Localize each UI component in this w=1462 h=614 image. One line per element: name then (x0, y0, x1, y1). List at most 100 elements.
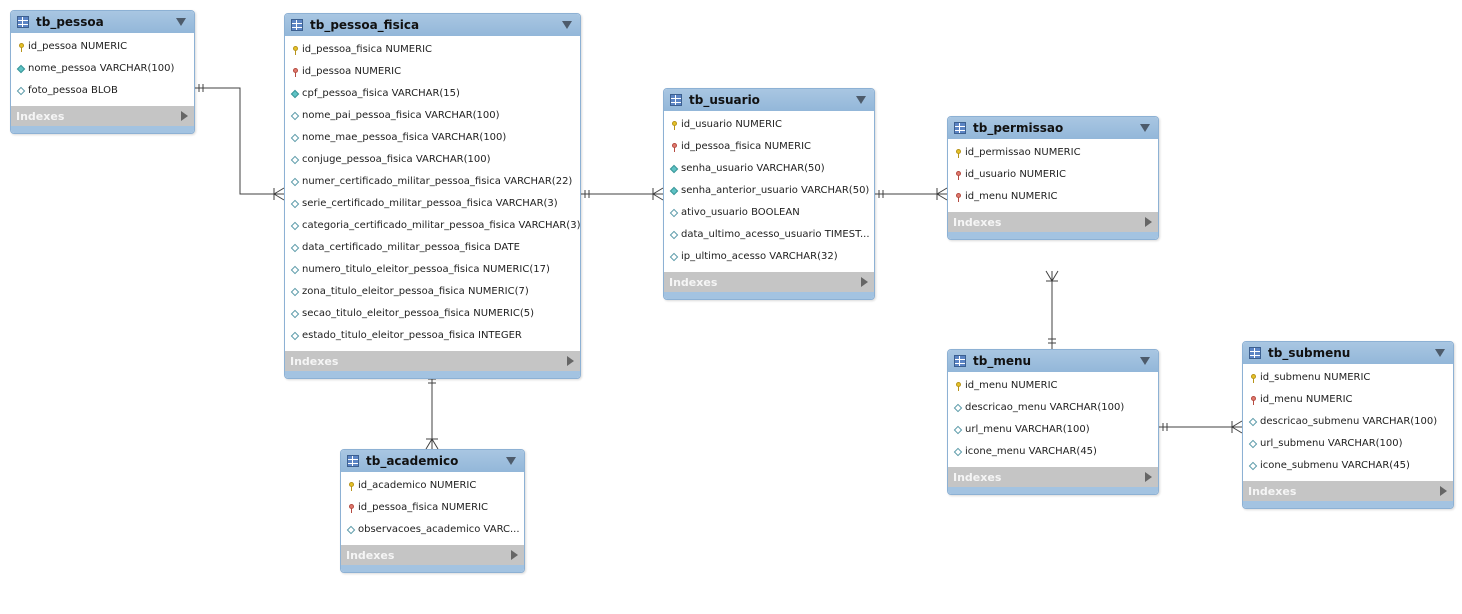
collapse-arrow-icon[interactable] (506, 457, 516, 465)
column-row[interactable]: numero_titulo_eleitor_pessoa_fisica NUME… (285, 259, 580, 281)
column-row[interactable]: nome_mae_pessoa_fisica VARCHAR(100) (285, 127, 580, 149)
column-row[interactable]: senha_usuario VARCHAR(50) (664, 158, 874, 180)
column-row[interactable]: zona_titulo_eleitor_pessoa_fisica NUMERI… (285, 281, 580, 303)
column-row[interactable]: nome_pai_pessoa_fisica VARCHAR(100) (285, 105, 580, 127)
table-tb-usuario[interactable]: tb_usuario id_usuario NUMERIC id_pessoa_fi… (663, 88, 875, 300)
column-label: id_permissao NUMERIC (965, 147, 1081, 158)
primary-key-icon (1248, 373, 1258, 383)
expand-indexes-icon[interactable] (1145, 472, 1152, 482)
table-header[interactable]: tb_pessoa_fisica (285, 14, 580, 36)
table-header[interactable]: tb_permissao (948, 117, 1158, 139)
column-row[interactable]: conjuge_pessoa_fisica VARCHAR(100) (285, 149, 580, 171)
table-tb-pessoa-fisica[interactable]: tb_pessoa_fisica id_pessoa_fisica NUMERIC… (284, 13, 581, 379)
table-title: tb_usuario (689, 93, 760, 107)
column-list: id_pessoa NUMERIC nome_pessoa VARCHAR(100… (11, 33, 194, 106)
expand-indexes-icon[interactable] (1145, 217, 1152, 227)
column-row[interactable]: descricao_menu VARCHAR(100) (948, 397, 1158, 419)
column-row[interactable]: icone_menu VARCHAR(45) (948, 441, 1158, 463)
table-header[interactable]: tb_usuario (664, 89, 874, 111)
column-label: observacoes_academico VARC... (358, 524, 520, 535)
column-label: nome_mae_pessoa_fisica VARCHAR(100) (302, 132, 507, 143)
column-row[interactable]: data_certificado_militar_pessoa_fisica D… (285, 237, 580, 259)
table-title: tb_permissao (973, 121, 1064, 135)
column-row[interactable]: senha_anterior_usuario VARCHAR(50) (664, 180, 874, 202)
column-row[interactable]: nome_pessoa VARCHAR(100) (11, 58, 194, 80)
column-row[interactable]: cpf_pessoa_fisica VARCHAR(15) (285, 83, 580, 105)
column-row[interactable]: id_pessoa NUMERIC (285, 61, 580, 83)
column-row[interactable]: numer_certificado_militar_pessoa_fisica … (285, 171, 580, 193)
column-row[interactable]: id_menu NUMERIC (948, 375, 1158, 397)
column-row[interactable]: id_pessoa NUMERIC (11, 36, 194, 58)
expand-indexes-icon[interactable] (181, 111, 188, 121)
foreign-key-icon (346, 503, 356, 513)
table-tb-submenu[interactable]: tb_submenu id_submenu NUMERIC id_menu NUME… (1242, 341, 1454, 509)
indexes-section[interactable]: Indexes (341, 545, 524, 565)
column-row[interactable]: categoria_certificado_militar_pessoa_fis… (285, 215, 580, 237)
column-row[interactable]: id_pessoa_fisica NUMERIC (664, 136, 874, 158)
column-row[interactable]: icone_submenu VARCHAR(45) (1243, 455, 1453, 477)
nullable-column-icon (669, 230, 679, 240)
collapse-arrow-icon[interactable] (1140, 124, 1150, 132)
column-row[interactable]: descricao_submenu VARCHAR(100) (1243, 411, 1453, 433)
indexes-section[interactable]: Indexes (11, 106, 194, 126)
table-header[interactable]: tb_academico (341, 450, 524, 472)
expand-indexes-icon[interactable] (1440, 486, 1447, 496)
column-row[interactable]: id_submenu NUMERIC (1243, 367, 1453, 389)
collapse-arrow-icon[interactable] (562, 21, 572, 29)
column-row[interactable]: ip_ultimo_acesso VARCHAR(32) (664, 246, 874, 268)
expand-indexes-icon[interactable] (567, 356, 574, 366)
nullable-column-icon (346, 525, 356, 535)
nullable-column-icon (290, 243, 300, 253)
collapse-arrow-icon[interactable] (856, 96, 866, 104)
nullable-column-icon (290, 309, 300, 319)
column-label: id_submenu NUMERIC (1260, 372, 1371, 383)
column-label: id_usuario NUMERIC (681, 119, 782, 130)
column-row[interactable]: url_menu VARCHAR(100) (948, 419, 1158, 441)
column-row[interactable]: id_menu NUMERIC (948, 186, 1158, 208)
column-row[interactable]: id_pessoa_fisica NUMERIC (341, 497, 524, 519)
column-row[interactable]: estado_titulo_eleitor_pessoa_fisica INTE… (285, 325, 580, 347)
indexes-section[interactable]: Indexes (1243, 481, 1453, 501)
column-label: icone_submenu VARCHAR(45) (1260, 460, 1410, 471)
indexes-label: Indexes (953, 470, 1002, 484)
collapse-arrow-icon[interactable] (176, 18, 186, 26)
indexes-section[interactable]: Indexes (948, 467, 1158, 487)
indexes-section[interactable]: Indexes (285, 351, 580, 371)
table-tb-permissao[interactable]: tb_permissao id_permissao NUMERIC id_usuar… (947, 116, 1159, 240)
table-icon (291, 19, 303, 31)
nullable-column-icon (290, 199, 300, 209)
column-row[interactable]: url_submenu VARCHAR(100) (1243, 433, 1453, 455)
column-label: secao_titulo_eleitor_pessoa_fisica NUMER… (302, 308, 535, 319)
table-tb-pessoa[interactable]: tb_pessoa id_pessoa NUMERIC nome_pessoa VA… (10, 10, 195, 134)
indexes-label: Indexes (953, 215, 1002, 229)
collapse-arrow-icon[interactable] (1435, 349, 1445, 357)
column-row[interactable]: data_ultimo_acesso_usuario TIMEST... (664, 224, 874, 246)
table-header[interactable]: tb_menu (948, 350, 1158, 372)
table-header[interactable]: tb_pessoa (11, 11, 194, 33)
expand-indexes-icon[interactable] (511, 550, 518, 560)
column-row[interactable]: id_permissao NUMERIC (948, 142, 1158, 164)
column-row[interactable]: serie_certificado_militar_pessoa_fisica … (285, 193, 580, 215)
column-row[interactable]: foto_pessoa BLOB (11, 80, 194, 102)
column-label: serie_certificado_militar_pessoa_fisica … (302, 198, 558, 209)
column-row[interactable]: id_usuario NUMERIC (948, 164, 1158, 186)
indexes-label: Indexes (290, 354, 339, 368)
column-row[interactable]: observacoes_academico VARC... (341, 519, 524, 541)
column-row[interactable]: id_pessoa_fisica NUMERIC (285, 39, 580, 61)
column-row[interactable]: id_usuario NUMERIC (664, 114, 874, 136)
indexes-section[interactable]: Indexes (664, 272, 874, 292)
column-row[interactable]: id_menu NUMERIC (1243, 389, 1453, 411)
table-header[interactable]: tb_submenu (1243, 342, 1453, 364)
expand-indexes-icon[interactable] (861, 277, 868, 287)
column-label: id_pessoa NUMERIC (28, 41, 128, 52)
column-row[interactable]: id_academico NUMERIC (341, 475, 524, 497)
column-row[interactable]: secao_titulo_eleitor_pessoa_fisica NUMER… (285, 303, 580, 325)
column-label: senha_anterior_usuario VARCHAR(50) (681, 185, 870, 196)
collapse-arrow-icon[interactable] (1140, 357, 1150, 365)
foreign-key-icon (290, 67, 300, 77)
column-row[interactable]: ativo_usuario BOOLEAN (664, 202, 874, 224)
indexes-section[interactable]: Indexes (948, 212, 1158, 232)
